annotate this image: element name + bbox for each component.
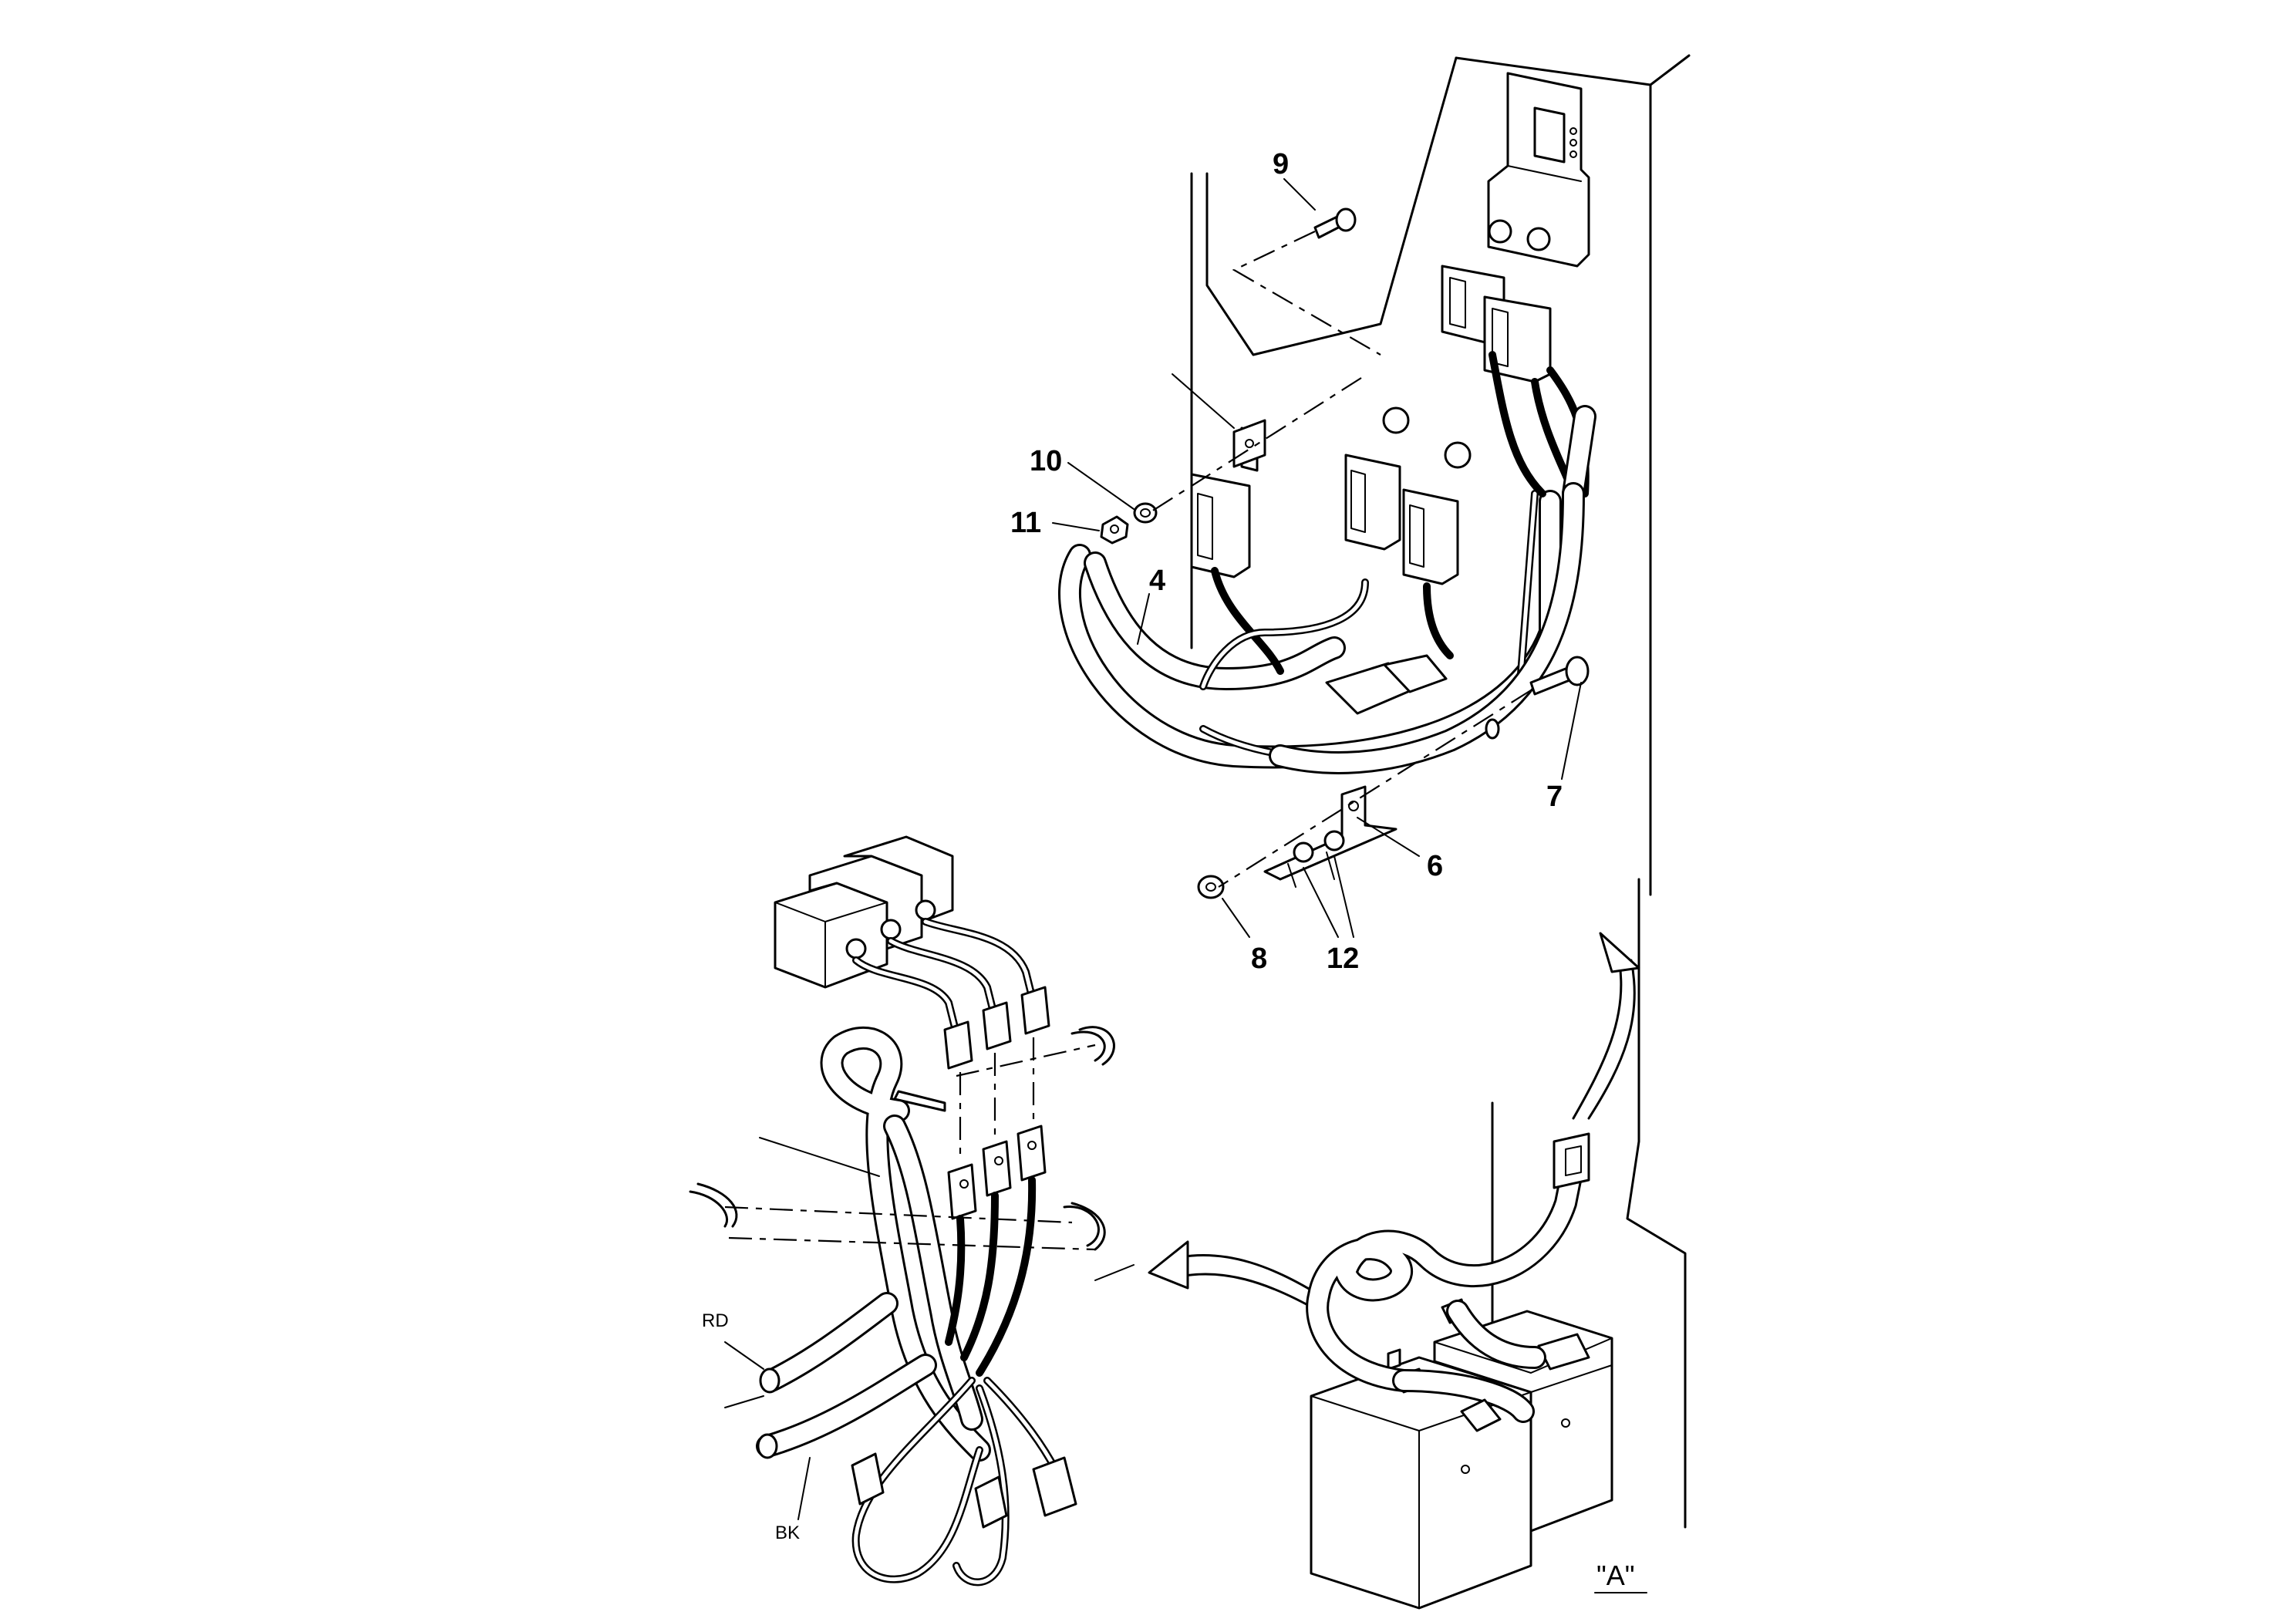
connector-upper-2 [1483,295,1552,383]
callout-9: 9 [1273,148,1289,180]
callout-7: 7 [1546,781,1563,813]
callout-10: 10 [1030,445,1062,477]
red-black-cables [756,1292,937,1459]
battery-2 [1387,1310,1613,1533]
callout-12: 12 [1327,943,1359,975]
battery-harness [1306,1132,1590,1432]
washer-7 [1485,718,1500,740]
bracket-6 [1263,785,1397,888]
cable-clamps [689,1026,1115,1251]
arrow-up-icon [1572,932,1640,1120]
pigtail-connectors [851,1377,1077,1587]
nut-11 [1100,515,1129,545]
bolt-7 [1529,656,1590,696]
callout-4: 4 [1149,565,1165,597]
assembly-lines-upper [1148,231,1532,888]
callout-11: 11 [1010,507,1041,539]
callout-6: 6 [1427,850,1443,882]
bracket-top [1232,419,1266,468]
relay-wires [852,918,1037,1037]
arrow-left-icon [1148,1240,1328,1313]
assembly-lines-lower [724,1037,1135,1520]
connector-center-2 [1402,441,1472,585]
washer-10 [1133,502,1158,524]
view-label: "A" [1596,1560,1635,1591]
connectors-row-2 [947,1125,1047,1220]
connectors-row-1 [943,986,1050,1070]
connector-center-1 [1344,406,1410,551]
inline-connector [1325,654,1448,715]
screw-9 [1313,207,1357,239]
wire-tag-red: RD [702,1310,729,1331]
washer-8 [1197,875,1225,899]
leader-lines-upper [1052,178,1582,938]
frame-panel [1190,54,1691,1529]
controller-module [1487,72,1590,268]
wire-tag-black: BK [775,1523,800,1543]
callout-8: 8 [1251,943,1267,975]
upper-harness [1058,351,1596,774]
